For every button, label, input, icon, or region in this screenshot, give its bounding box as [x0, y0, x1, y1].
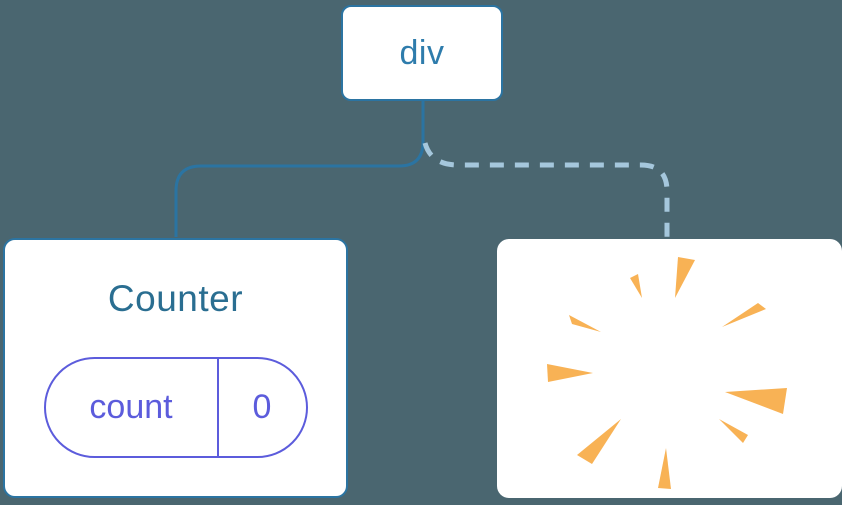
counter-title: Counter [107, 278, 244, 319]
state-pill: count 0 [43, 356, 308, 458]
state-value-label: 0 [252, 387, 272, 426]
poof-ray [658, 448, 671, 489]
edge-dashed-div-to-removed [422, 142, 670, 237]
poof-ray [577, 419, 621, 464]
poof-ray [725, 388, 787, 414]
node-div: div [341, 5, 503, 101]
poof-ray [722, 303, 766, 327]
node-div-label: div [399, 33, 445, 72]
poof-starburst-icon [547, 257, 787, 489]
poof-ray [719, 419, 748, 443]
poof-ray [547, 364, 593, 382]
edge-solid-div-to-counter [174, 100, 425, 237]
state-value-cell: 0 [219, 359, 306, 456]
state-key-label: count [89, 387, 173, 426]
node-counter: Counter count 0 [3, 238, 348, 498]
state-key-cell: count [46, 358, 219, 456]
node-removed [497, 239, 842, 498]
poof-ray [675, 257, 695, 298]
poof-ray [630, 274, 642, 298]
poof-ray [569, 315, 601, 332]
